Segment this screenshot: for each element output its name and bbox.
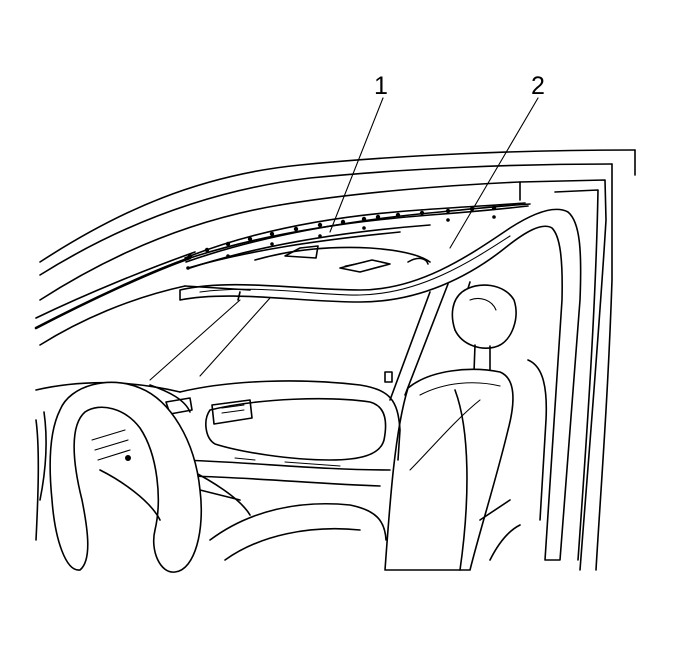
windshield-header-trim — [34, 203, 531, 330]
seat-cushion — [209, 499, 521, 561]
windshield — [39, 285, 271, 381]
headliner-weatherstrip — [184, 202, 526, 270]
overhead-console — [254, 245, 431, 273]
b-pillar — [519, 149, 636, 571]
callout-label-1: 1 — [374, 72, 388, 100]
door-trim-panel — [179, 371, 401, 487]
callout-leaders — [329, 97, 539, 249]
seat-headrest — [451, 284, 517, 373]
retainer-clips — [186, 205, 497, 270]
seat-back — [384, 368, 514, 571]
callout-label-2: 2 — [531, 72, 545, 100]
door-opening-weatherstrip — [179, 208, 582, 561]
roof-contour — [39, 149, 636, 301]
steering-wheel — [49, 381, 203, 573]
